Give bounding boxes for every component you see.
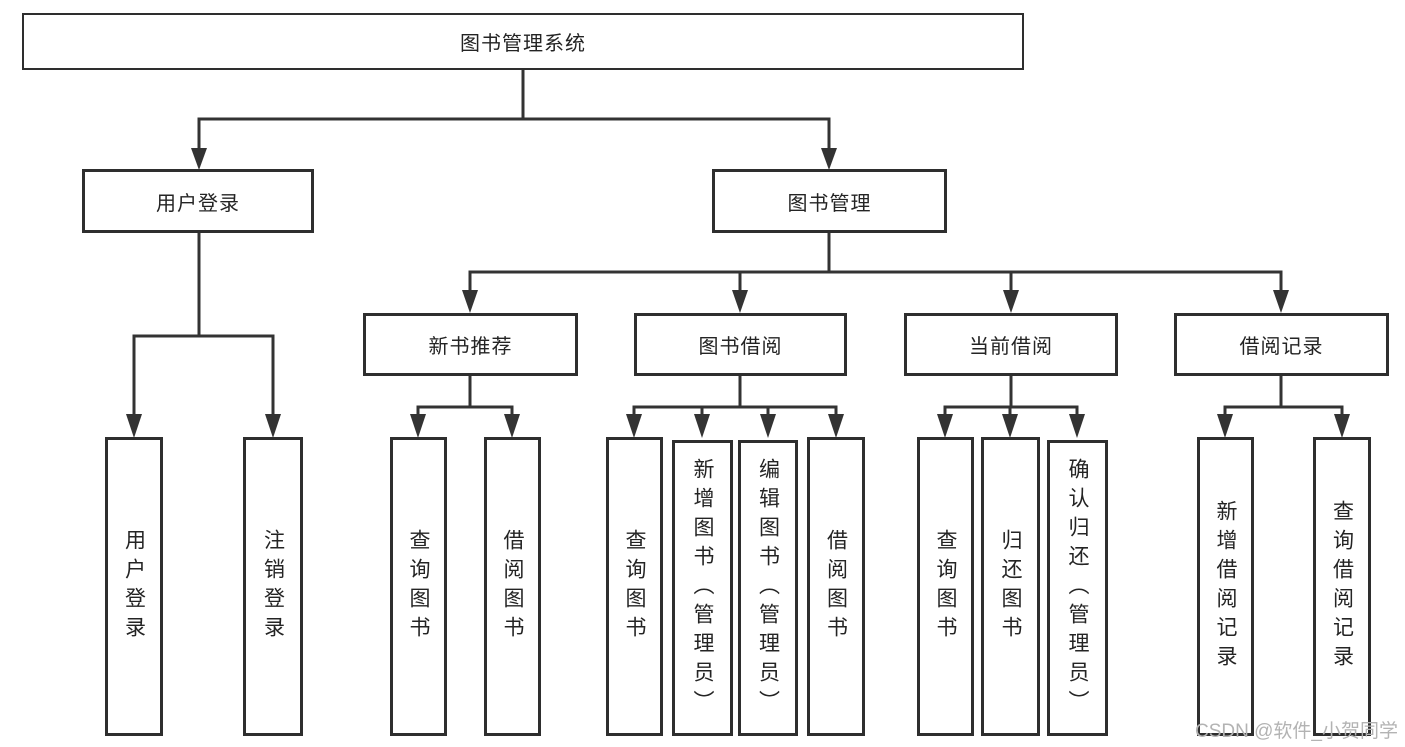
leaf-query-books-borrowing: 查询图书: [606, 437, 663, 736]
leaf-label: 查询图书: [407, 528, 430, 645]
leaf-add-borrow-record: 新增借阅记录: [1197, 437, 1254, 736]
node-root-system: 图书管理系统: [22, 13, 1024, 70]
node-borrowing-records: 借阅记录: [1174, 313, 1389, 376]
leaf-borrow-books-recommend: 借阅图书: [484, 437, 541, 736]
node-label: 当前借阅: [969, 336, 1053, 358]
leaf-label: 归还图书: [999, 528, 1022, 645]
leaf-label: 新增图书（管理员）: [691, 457, 714, 719]
node-label: 用户登录: [156, 192, 240, 215]
leaf-label: 查询借阅记录: [1330, 499, 1354, 674]
leaf-label: 编辑图书（管理员）: [756, 457, 780, 719]
node-label: 新书推荐: [428, 336, 513, 358]
leaf-label: 新增借阅记录: [1214, 499, 1237, 674]
node-label: 图书管理系统: [460, 33, 586, 55]
leaf-query-books-recommend: 查询图书: [390, 437, 447, 736]
node-new-book-recommend: 新书推荐: [363, 313, 578, 376]
leaf-confirm-return-admin: 确认归还（管理员）: [1047, 440, 1108, 736]
leaf-label: 借阅图书: [501, 528, 524, 645]
node-book-management: 图书管理: [712, 169, 947, 233]
leaf-edit-books-admin: 编辑图书（管理员）: [738, 440, 798, 736]
arrowheads: [126, 148, 1350, 438]
node-book-borrowing: 图书借阅: [634, 313, 847, 376]
leaf-return-books: 归还图书: [981, 437, 1040, 736]
leaf-label: 注销登录: [261, 528, 285, 645]
leaf-user-login: 用户登录: [105, 437, 163, 736]
node-label: 借阅记录: [1239, 336, 1324, 358]
leaf-borrow-books-borrowing: 借阅图书: [807, 437, 865, 736]
csdn-watermark: CSDN @软件_小贺同学: [1195, 721, 1398, 742]
leaf-label: 查询图书: [934, 528, 957, 645]
node-current-borrowing: 当前借阅: [904, 313, 1118, 376]
node-label: 图书借阅: [698, 336, 783, 358]
leaf-query-borrow-record: 查询借阅记录: [1313, 437, 1371, 736]
node-user-login-branch: 用户登录: [82, 169, 314, 233]
leaf-add-books-admin: 新增图书（管理员）: [672, 440, 733, 736]
leaf-query-books-current: 查询图书: [917, 437, 974, 736]
leaf-label: 查询图书: [623, 528, 646, 645]
leaf-label: 借阅图书: [824, 528, 848, 645]
node-label: 图书管理: [787, 192, 872, 215]
leaf-logout: 注销登录: [243, 437, 303, 736]
leaf-label: 确认归还（管理员）: [1066, 457, 1089, 719]
leaf-label: 用户登录: [122, 528, 146, 645]
